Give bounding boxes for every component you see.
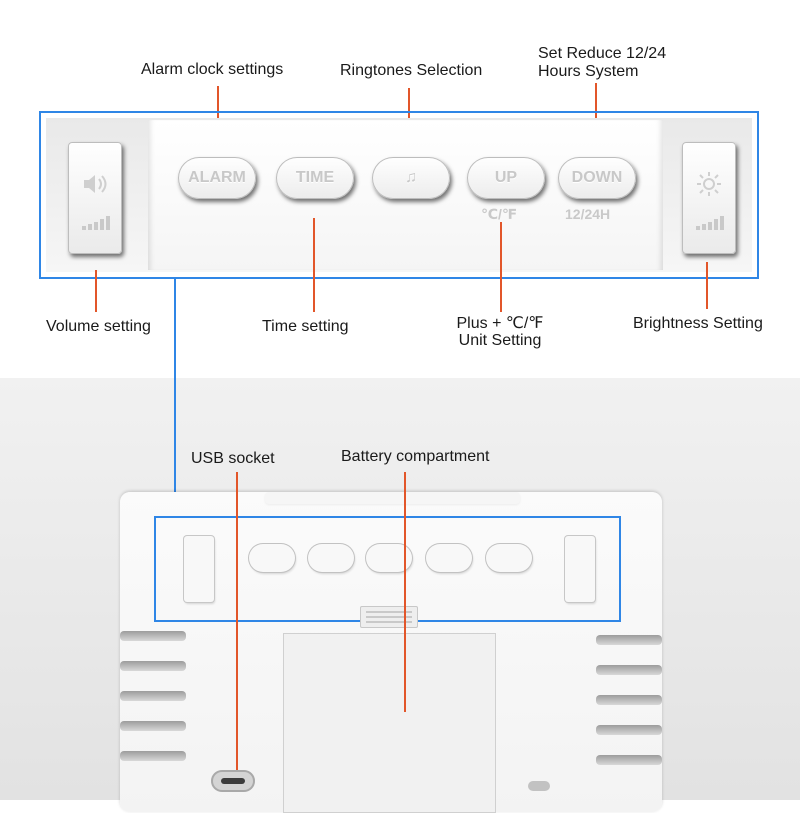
vent-slot bbox=[120, 721, 186, 731]
device-brightness-slider[interactable] bbox=[565, 536, 595, 602]
control-panel-highlight bbox=[39, 111, 759, 279]
vent-slot bbox=[596, 755, 662, 765]
callout-line-brightness bbox=[706, 262, 708, 309]
vent-slot bbox=[596, 665, 662, 675]
callout-line-time bbox=[313, 218, 315, 312]
label-set-reduce-line2: Hours System bbox=[538, 63, 639, 80]
label-alarm-clock-settings: Alarm clock settings bbox=[141, 61, 284, 78]
speaker-icon bbox=[68, 172, 122, 201]
device-time-button[interactable] bbox=[308, 544, 354, 572]
alarm-button[interactable]: ALARM bbox=[178, 157, 256, 199]
up-button-sublabel: ℃/℉ bbox=[481, 206, 518, 222]
time-button[interactable]: TIME bbox=[276, 157, 354, 199]
callout-line-up bbox=[500, 222, 502, 312]
label-brightness-setting: Brightness Setting bbox=[633, 315, 763, 332]
label-battery-compartment: Battery compartment bbox=[341, 448, 490, 465]
up-button[interactable]: UP bbox=[467, 157, 545, 199]
callout-line-battery bbox=[404, 472, 406, 712]
down-button[interactable]: DOWN bbox=[558, 157, 636, 199]
label-usb-socket: USB socket bbox=[191, 450, 275, 467]
sun-icon bbox=[682, 170, 736, 203]
label-ringtones-selection: Ringtones Selection bbox=[340, 62, 483, 79]
label-volume-setting: Volume setting bbox=[46, 318, 151, 335]
vent-slot bbox=[596, 725, 662, 735]
label-plus-unit-line1: Plus + ℃/℉ bbox=[456, 315, 544, 332]
vent-slot bbox=[596, 635, 662, 645]
device-top-ridge bbox=[265, 492, 520, 504]
callout-line-usb bbox=[236, 472, 238, 770]
battery-compartment-door[interactable] bbox=[283, 633, 496, 813]
callout-line-volume bbox=[95, 270, 97, 312]
device-volume-slider[interactable] bbox=[184, 536, 214, 602]
battery-latch[interactable] bbox=[360, 606, 418, 628]
vent-slot bbox=[596, 695, 662, 705]
volume-slider[interactable] bbox=[68, 142, 122, 254]
brightness-slider[interactable] bbox=[682, 142, 736, 254]
zoom-connector-line bbox=[174, 279, 176, 517]
label-set-reduce-line1: Set Reduce 12/24 bbox=[538, 45, 667, 62]
usb-socket[interactable] bbox=[211, 770, 255, 792]
down-button-sublabel: 12/24H bbox=[565, 206, 611, 222]
device-down-button[interactable] bbox=[486, 544, 532, 572]
label-time-setting: Time setting bbox=[262, 318, 349, 335]
device-up-button[interactable] bbox=[426, 544, 472, 572]
volume-level-bars-icon bbox=[82, 216, 110, 230]
music-note-icon: ♫ bbox=[405, 169, 417, 186]
reset-slot bbox=[528, 781, 550, 791]
vent-slot bbox=[120, 661, 186, 671]
vent-slot bbox=[120, 631, 186, 641]
vent-slot bbox=[120, 751, 186, 761]
brightness-level-bars-icon bbox=[696, 216, 724, 230]
ringtone-button[interactable]: ♫ bbox=[372, 157, 450, 199]
vent-slot bbox=[120, 691, 186, 701]
label-plus-unit-line2: Unit Setting bbox=[458, 332, 542, 349]
device-alarm-button[interactable] bbox=[249, 544, 295, 572]
